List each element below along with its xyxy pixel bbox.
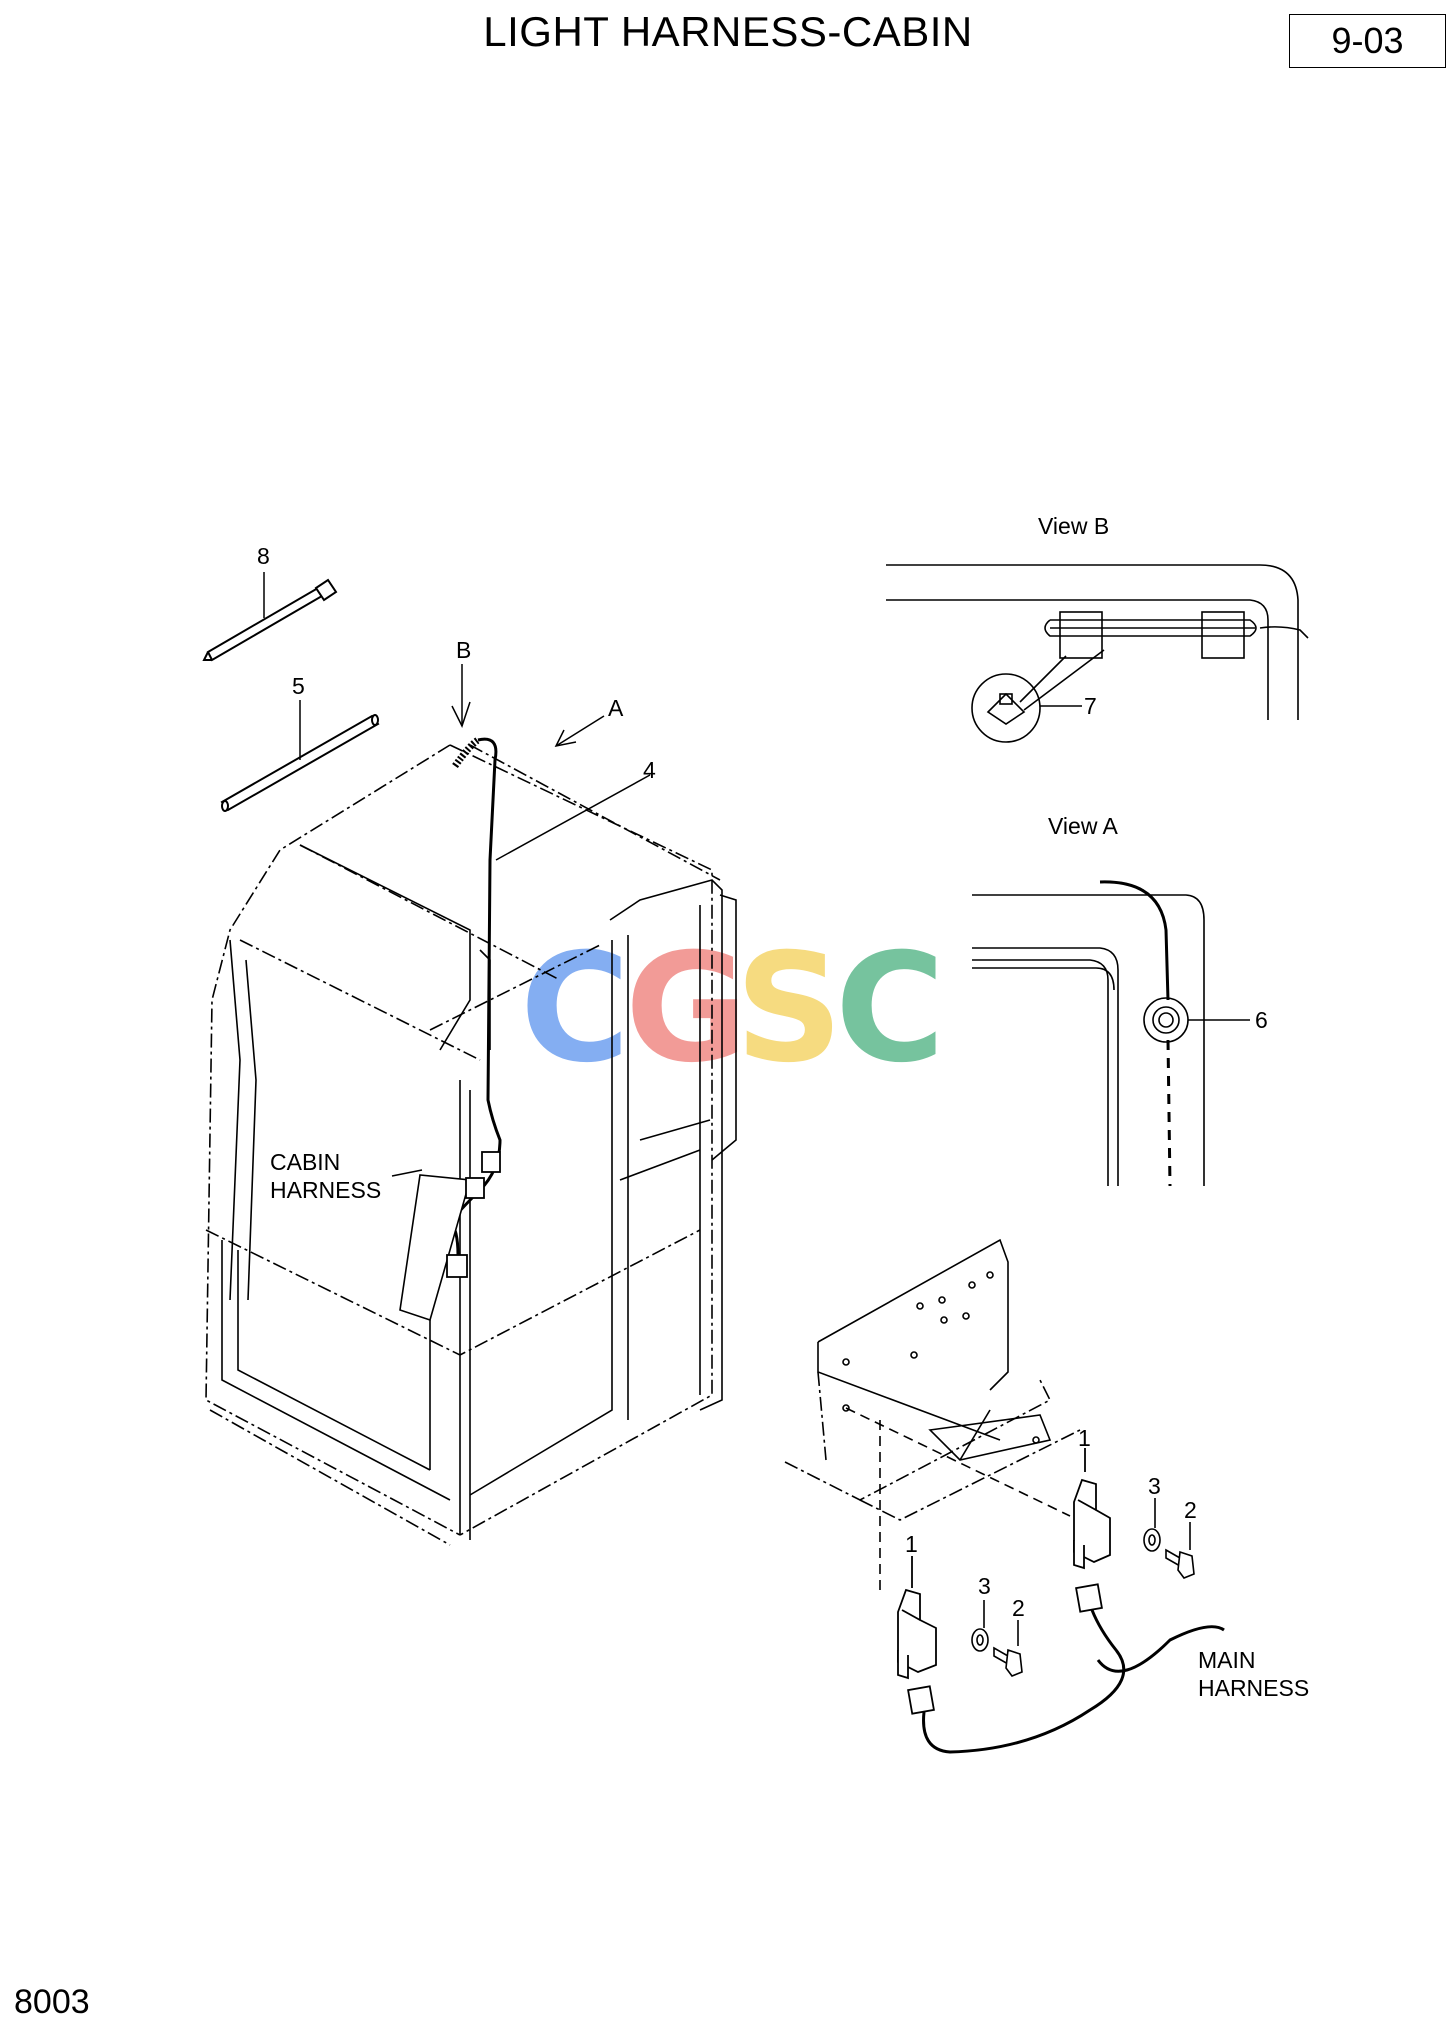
callout-2-upper: 2 [1184,1497,1197,1523]
watermark-letter-3: S [735,922,843,1096]
callout-3-lower: 3 [978,1573,991,1599]
callout-3-upper: 3 [1148,1473,1161,1499]
view-arrow-b [451,664,471,728]
callout-1-upper: 1 [1078,1425,1091,1451]
page-code: 8003 [14,1983,90,2021]
view-a-detail [972,880,1250,1187]
work-lamp-upper [1073,1448,1111,1570]
main-harness-label-line1: MAIN [1198,1647,1256,1673]
view-b-detail [886,564,1309,743]
cable-tie-part-8 [202,572,338,662]
cabin-harness-wire [391,737,651,1322]
strip-part-5 [220,700,380,812]
callout-5: 5 [292,673,305,699]
lamp-bracket [784,1238,1081,1595]
callout-6: 6 [1255,1007,1268,1033]
callout-7: 7 [1084,693,1097,719]
main-harness-label-line2: HARNESS [1198,1675,1309,1701]
view-arrow-a [554,715,605,748]
watermark-letter-4: C [835,922,945,1096]
view-arrow-a-label: A [608,695,624,721]
watermark-letter-1: C [520,922,630,1096]
page-title: LIGHT HARNESS-CABIN [483,8,973,55]
watermark: C G S C [520,922,945,1096]
view-a-title: View A [1048,813,1119,839]
cabin-harness-label-line1: CABIN [270,1149,340,1175]
washer-upper [1143,1498,1161,1552]
view-b-title: View B [1038,513,1109,539]
callout-2-lower: 2 [1012,1595,1025,1621]
page-number: 9-03 [1331,20,1404,61]
view-arrow-b-label: B [456,637,471,663]
callout-8: 8 [257,543,270,569]
callout-1-lower: 1 [905,1531,918,1557]
bolt-upper [1165,1522,1195,1579]
cabin-harness-label-line2: HARNESS [270,1177,381,1203]
cabin-frame [205,744,737,1546]
watermark-letter-2: G [625,922,748,1096]
main-harness-wire [907,1583,1225,1754]
bolt-lower [993,1620,1023,1677]
callout-4: 4 [643,757,656,783]
page-number-box: 9-03 [1289,14,1446,68]
washer-lower [971,1600,989,1652]
work-lamp-lower [897,1556,937,1680]
